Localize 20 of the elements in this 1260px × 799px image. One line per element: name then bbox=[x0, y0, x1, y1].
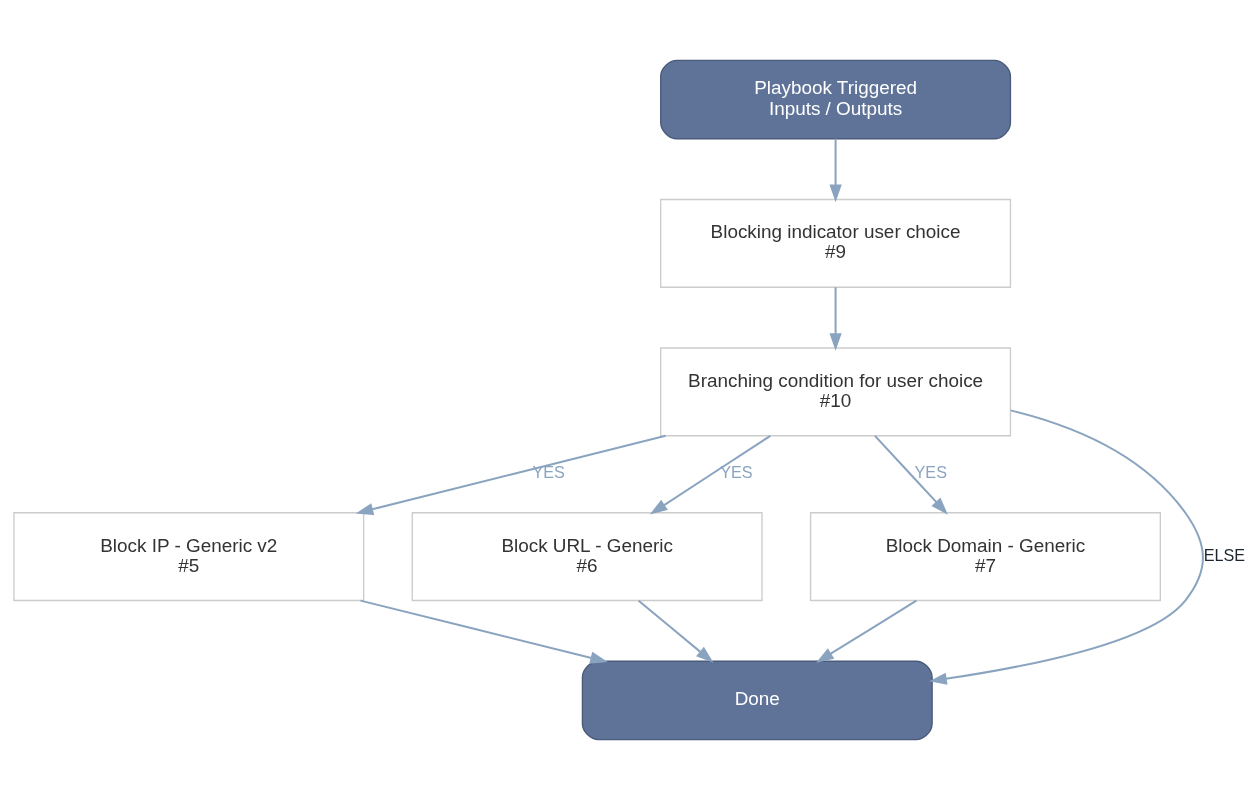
node-box: Block URL - Generic #6 bbox=[411, 511, 763, 601]
node-box: Done bbox=[581, 660, 933, 740]
arrow bbox=[649, 434, 771, 514]
node-box: Block IP - Generic v2 #5 bbox=[13, 511, 365, 601]
node-box: Block Domain - Generic #7 bbox=[809, 511, 1161, 601]
arrow bbox=[829, 286, 842, 351]
arrow bbox=[355, 434, 666, 515]
edge-label: YES bbox=[914, 462, 947, 481]
arrow bbox=[929, 408, 1204, 685]
node-box: Blocking indicator user choice #9 bbox=[660, 198, 1012, 288]
arrow bbox=[360, 599, 608, 664]
edge-label: ELSE bbox=[1203, 545, 1246, 564]
arrow bbox=[816, 599, 917, 663]
arrow bbox=[829, 138, 842, 202]
arrow bbox=[874, 434, 948, 515]
node-box: Playbook Triggered Inputs / Outputs bbox=[660, 59, 1012, 139]
arrow bbox=[638, 599, 714, 663]
edge-label: YES bbox=[720, 462, 753, 481]
edge-label: YES bbox=[532, 462, 565, 481]
node-box: Branching condition for user choice #10 bbox=[660, 346, 1012, 436]
